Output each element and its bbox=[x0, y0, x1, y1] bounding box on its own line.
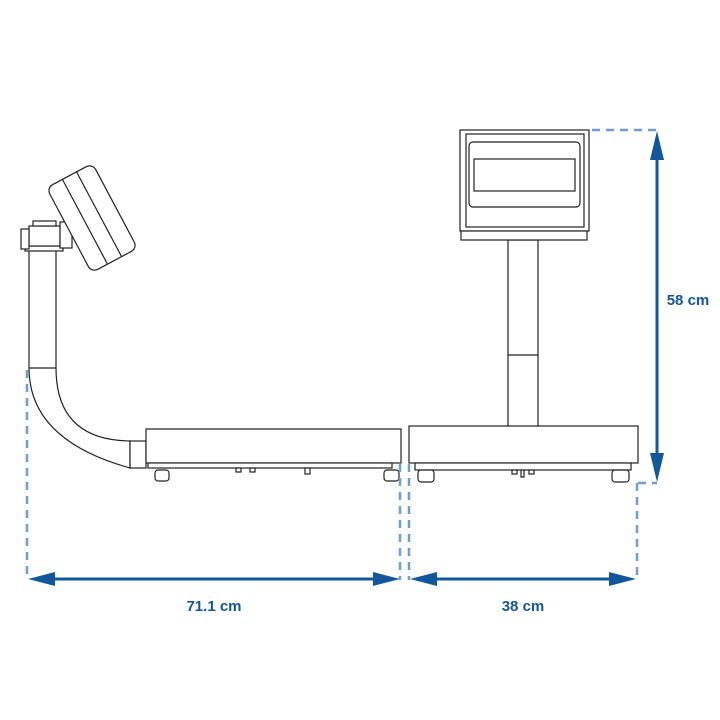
front-platform bbox=[408, 425, 639, 464]
side-column-bent bbox=[28, 249, 131, 469]
depth-dimension: 71.1 cm bbox=[28, 572, 400, 615]
side-knob bbox=[20, 228, 30, 250]
height-label: 58 cm bbox=[667, 292, 710, 309]
front-column bbox=[507, 239, 539, 428]
front-foot bbox=[417, 469, 435, 483]
side-display-head bbox=[48, 165, 136, 271]
side-view-scale bbox=[20, 165, 402, 482]
width-dimension: 38 cm bbox=[410, 572, 636, 615]
depth-label: 71.1 cm bbox=[186, 598, 241, 615]
side-foot bbox=[154, 469, 170, 482]
side-head-bracket bbox=[24, 245, 64, 252]
display-screen bbox=[473, 158, 576, 192]
front-view-scale bbox=[408, 129, 639, 483]
height-dimension: 58 cm bbox=[650, 131, 709, 482]
extension-lines bbox=[25, 128, 657, 580]
front-foot bbox=[611, 469, 630, 483]
side-platform bbox=[145, 428, 402, 464]
width-label: 38 cm bbox=[502, 598, 545, 615]
side-foot bbox=[383, 469, 400, 482]
